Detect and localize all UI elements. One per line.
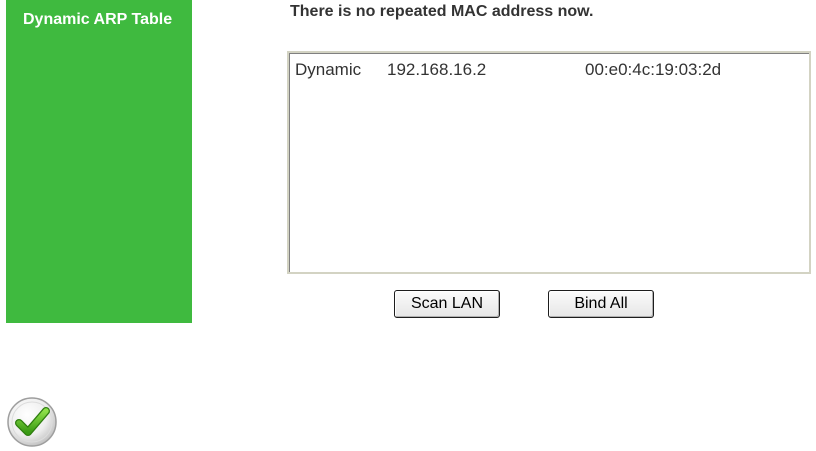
arp-list[interactable]: Dynamic 192.168.16.2 00:e0:4c:19:03:2d	[287, 51, 811, 274]
sidebar: Dynamic ARP Table	[6, 0, 192, 323]
arp-row-type: Dynamic	[295, 60, 361, 80]
sidebar-title[interactable]: Dynamic ARP Table	[23, 11, 172, 29]
status-message: There is no repeated MAC address now.	[290, 3, 593, 21]
scan-lan-button[interactable]: Scan LAN	[394, 290, 500, 318]
arp-row-mac: 00:e0:4c:19:03:2d	[585, 60, 721, 80]
arp-row-ip: 192.168.16.2	[387, 60, 486, 80]
checkmark-icon[interactable]	[6, 396, 58, 448]
arp-row[interactable]: Dynamic 192.168.16.2 00:e0:4c:19:03:2d	[289, 60, 809, 82]
bind-all-button[interactable]: Bind All	[548, 290, 654, 318]
